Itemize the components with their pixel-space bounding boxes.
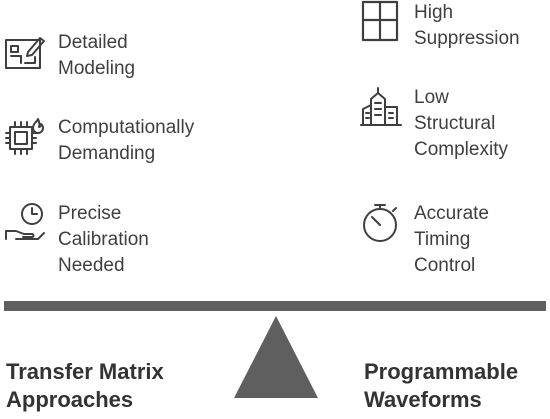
right-heading: Programmable Waveforms xyxy=(364,359,519,412)
right-item-accurate-timing: Accurate Timing Control xyxy=(360,201,489,279)
left-item-computationally-demanding: Computationally Demanding xyxy=(4,115,194,167)
left-item-precise-calibration: Precise Calibration Needed xyxy=(4,201,149,279)
right-item-label: Low Structural Complexity xyxy=(414,87,508,160)
left-item-label: Precise Calibration Needed xyxy=(58,203,149,276)
left-heading: Transfer Matrix Approaches xyxy=(6,359,164,412)
blueprint-icon xyxy=(4,30,46,72)
stopwatch-icon xyxy=(360,201,402,243)
left-item-detailed-modeling: Detailed Modeling xyxy=(4,30,135,82)
left-item-label: Computationally Demanding xyxy=(58,117,195,164)
right-item-label: Accurate Timing Control xyxy=(414,203,489,276)
balance-beam xyxy=(4,301,546,311)
fulcrum-triangle xyxy=(234,316,318,398)
left-item-label: Detailed Modeling xyxy=(58,32,136,79)
hand-clock-icon xyxy=(4,201,46,243)
right-item-low-structural-complexity: Low Structural Complexity xyxy=(360,85,508,163)
cpu-flame-icon xyxy=(4,115,46,157)
window-grid-icon xyxy=(360,0,402,42)
buildings-icon xyxy=(360,85,402,127)
right-item-high-suppression: High Suppression xyxy=(360,0,520,52)
right-item-label: High Suppression xyxy=(414,2,520,49)
